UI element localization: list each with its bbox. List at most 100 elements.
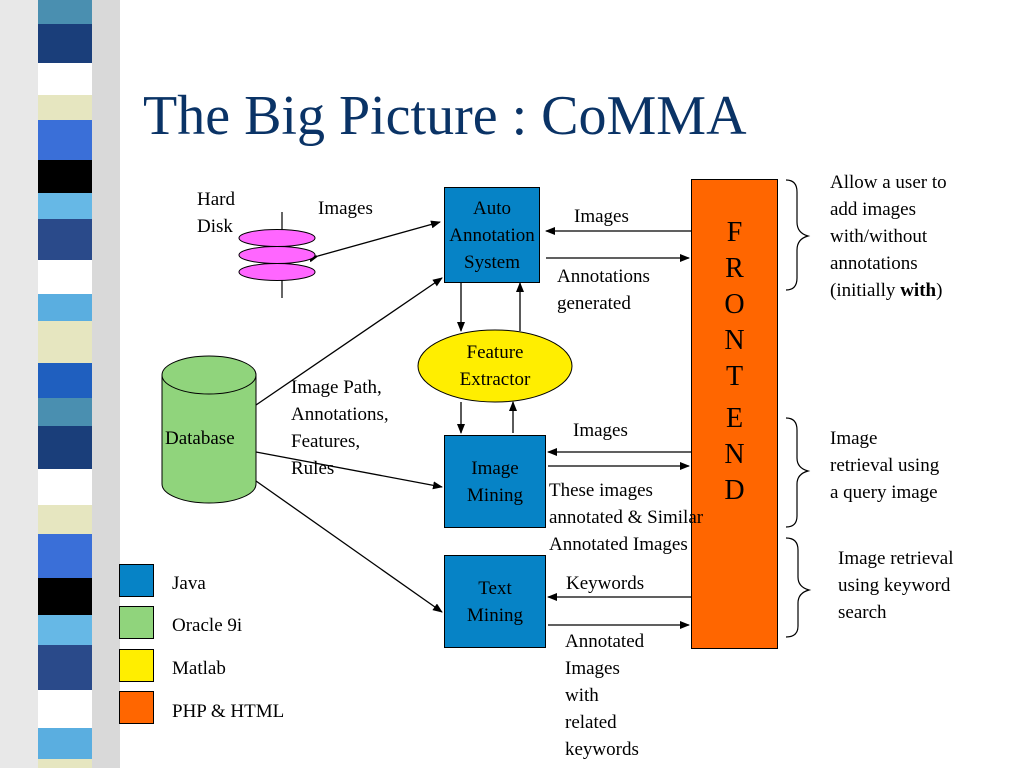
edge-label-annotated-5: keywords	[565, 739, 639, 760]
stripe-block	[38, 534, 92, 578]
stripe-block	[38, 120, 92, 160]
front-end-box: F R O N T E N D	[691, 179, 778, 649]
front-end-letter-7: E	[725, 403, 744, 434]
legend-label-matlab: Matlab	[172, 658, 226, 679]
image-mining-line-1: Image	[471, 457, 519, 479]
stripe-block	[38, 363, 92, 398]
database-cylinder	[161, 374, 257, 504]
auto-annotation-line-2: Annotation	[449, 224, 535, 246]
legend-swatch-php	[119, 691, 154, 724]
auto-annotation-line-1: Auto	[473, 197, 511, 219]
front-end-letter-9: D	[724, 475, 745, 506]
decorative-side-stripe	[0, 0, 120, 768]
stripe-block	[38, 505, 92, 534]
front-end-letter-3: O	[724, 289, 745, 320]
feature-extractor-shape	[417, 329, 573, 403]
note-1-line-2: add images	[830, 199, 917, 220]
stripe-block	[38, 24, 92, 63]
stripe-block	[38, 759, 92, 768]
note-1-prefix: (initially	[830, 280, 901, 301]
note-2-line-3: a query image	[830, 482, 938, 503]
auto-annotation-system-box: Auto Annotation System	[444, 187, 540, 283]
edge-label-db-info-4: Rules	[291, 458, 335, 479]
brace-1	[785, 179, 811, 291]
stripe-block	[38, 321, 92, 363]
stripe-block	[38, 95, 92, 120]
stripe-block	[38, 728, 92, 759]
disk-platter-3	[238, 263, 316, 281]
legend-swatch-java	[119, 564, 154, 597]
stripe-block	[38, 294, 92, 321]
page-title: The Big Picture : CoMMA	[143, 85, 747, 147]
edge-label-these-images-3: Annotated Images	[549, 534, 688, 555]
stripe-block	[38, 578, 92, 615]
stripe-block	[38, 426, 92, 469]
stripe-block	[38, 193, 92, 219]
edge-label-annotated-1: Annotated	[565, 631, 645, 652]
disk-platter-1	[238, 229, 316, 247]
legend-label-php: PHP & HTML	[172, 701, 285, 722]
edge-label-images-auto: Images	[574, 206, 629, 227]
front-end-letter-8: N	[724, 439, 745, 470]
note-3-line-1: Image retrieval	[838, 548, 954, 569]
text-mining-line-2: Mining	[467, 604, 523, 626]
text-mining-box: Text Mining	[444, 555, 546, 648]
front-end-letter-1: F	[726, 217, 743, 248]
hard-disk-label-2: Disk	[197, 216, 233, 237]
edge-label-annotated-2: Images	[565, 658, 620, 679]
feature-extractor-line-2: Extractor	[459, 369, 531, 390]
stripe-block	[38, 63, 92, 95]
text-mining-line-1: Text	[478, 577, 512, 599]
arrow-db-mining	[246, 446, 443, 490]
note-3-line-3: search	[838, 602, 887, 623]
stripe-block	[38, 690, 92, 728]
edge-label-db-info-3: Features,	[291, 431, 361, 452]
arrow-disk-auto	[308, 220, 441, 263]
edge-label-annotated-3: with	[565, 685, 599, 706]
edge-label-db-info-1: Image Path,	[291, 377, 382, 398]
edge-label-these-images-2: annotated & Similar	[549, 507, 704, 528]
note-1-suffix: )	[936, 280, 943, 301]
disk-platter-2	[238, 246, 316, 264]
front-end-letter-4: N	[724, 325, 745, 356]
stripe-block	[38, 398, 92, 426]
note-1-line-4: annotations	[830, 253, 918, 274]
note-1-line-1: Allow a user to	[830, 172, 947, 193]
stripe-block	[38, 260, 92, 294]
feature-extractor-label: Feature Extractor	[418, 330, 572, 402]
legend-swatch-matlab	[119, 649, 154, 682]
arrow-db-auto	[246, 277, 443, 414]
stripe-block	[38, 160, 92, 193]
brace-3	[785, 537, 812, 638]
feature-extractor-line-1: Feature	[466, 342, 524, 363]
stripe-block	[38, 645, 92, 690]
stripe-block	[38, 219, 92, 260]
database-cylinder-top	[161, 355, 257, 395]
stripe-block	[38, 615, 92, 645]
note-2-line-2: retrieval using	[830, 455, 940, 476]
edge-label-db-info-2: Annotations,	[291, 404, 389, 425]
edge-label-keywords: Keywords	[566, 573, 645, 594]
legend-swatch-oracle	[119, 606, 154, 639]
legend-label-java: Java	[172, 573, 206, 594]
edge-label-images-disk: Images	[318, 198, 373, 219]
image-mining-line-2: Mining	[467, 484, 523, 506]
front-end-letter-5: T	[725, 361, 744, 392]
stripe-block	[38, 0, 92, 24]
arrow-db-text	[246, 472, 443, 613]
stripe-block	[38, 469, 92, 505]
front-end-letter-2: R	[725, 253, 744, 284]
note-2-line-1: Image	[830, 428, 878, 449]
edge-label-annotations-2: generated	[557, 293, 631, 314]
image-mining-box: Image Mining	[444, 435, 546, 528]
database-label: Database	[165, 428, 235, 449]
auto-annotation-line-3: System	[464, 251, 520, 273]
note-3-line-2: using keyword	[838, 575, 951, 596]
note-1-bold: with	[900, 280, 937, 301]
edge-label-annotated-4: related	[565, 712, 617, 733]
brace-2	[785, 417, 811, 528]
note-1-line-3: with/without	[830, 226, 928, 247]
edge-label-images-mining: Images	[573, 420, 628, 441]
legend-label-oracle: Oracle 9i	[172, 615, 243, 636]
